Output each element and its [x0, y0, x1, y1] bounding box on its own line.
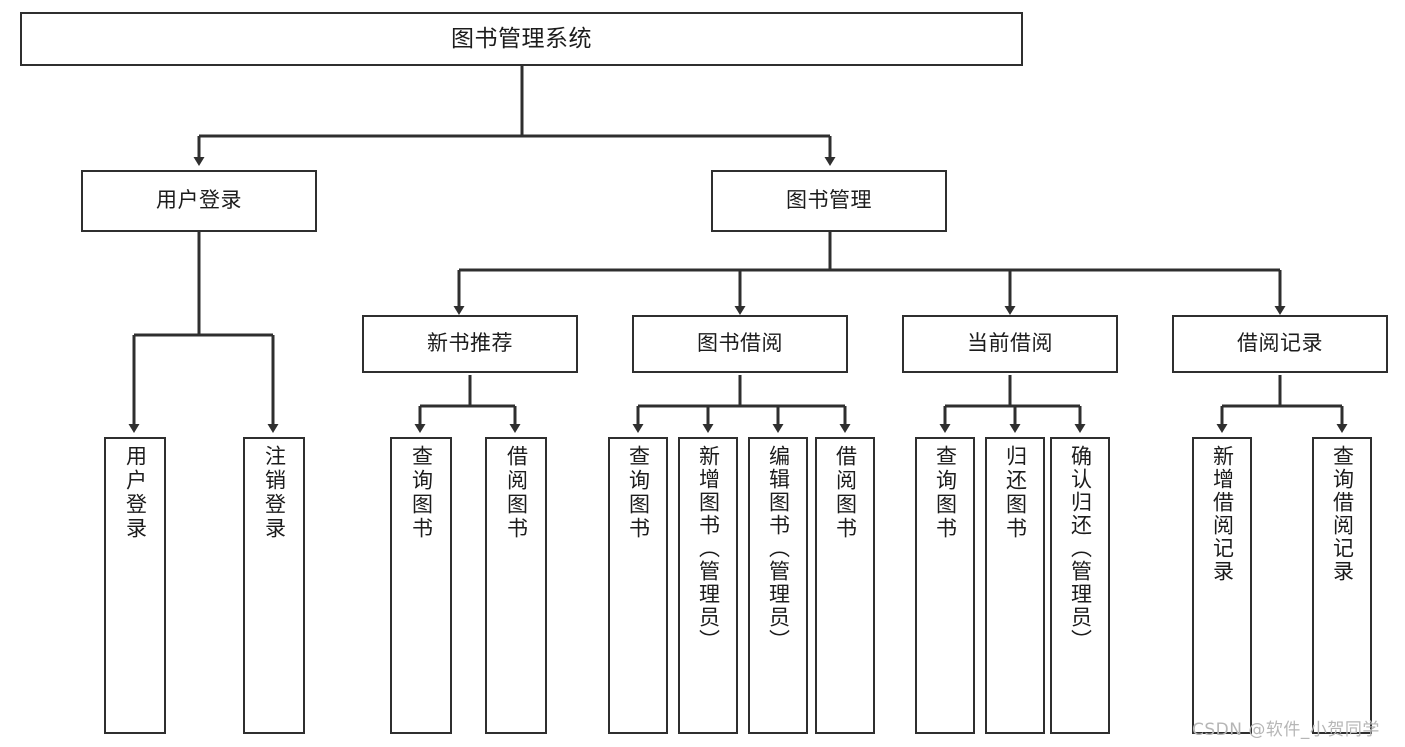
node-current-borrow-label: 当前借阅 [967, 331, 1053, 356]
leaf-book-borrow-edit[interactable]: 编辑图书（管理员） [748, 437, 808, 734]
leaf-current-borrow-query[interactable]: 查询图书 [915, 437, 975, 734]
leaf-user-login-logout[interactable]: 注销登录 [243, 437, 305, 734]
node-book-borrow-label: 图书借阅 [697, 331, 783, 356]
node-user-login[interactable]: 用户登录 [81, 170, 317, 232]
leaf-borrow-record-query[interactable]: 查询借阅记录 [1312, 437, 1372, 734]
leaf-current-borrow-query-label: 查询图书 [933, 445, 958, 541]
leaf-current-borrow-return[interactable]: 归还图书 [985, 437, 1045, 734]
leaf-current-borrow-return-label: 归还图书 [1003, 445, 1028, 541]
leaf-new-book-query[interactable]: 查询图书 [390, 437, 452, 734]
leaf-user-login-login-label: 用户登录 [123, 445, 148, 541]
leaf-current-borrow-confirm-label: 确认归还（管理员） [1068, 445, 1093, 652]
node-borrow-record[interactable]: 借阅记录 [1172, 315, 1388, 373]
leaf-book-borrow-query[interactable]: 查询图书 [608, 437, 668, 734]
leaf-new-book-borrow-label: 借阅图书 [504, 445, 529, 541]
leaf-book-borrow-borrow[interactable]: 借阅图书 [815, 437, 875, 734]
leaf-book-borrow-edit-label: 编辑图书（管理员） [766, 445, 791, 652]
leaf-book-borrow-add[interactable]: 新增图书（管理员） [678, 437, 738, 734]
node-root-label: 图书管理系统 [451, 25, 592, 52]
leaf-borrow-record-add-label: 新增借阅记录 [1210, 445, 1235, 583]
leaf-book-borrow-query-label: 查询图书 [626, 445, 651, 541]
leaf-user-login-login[interactable]: 用户登录 [104, 437, 166, 734]
node-new-book-recommend[interactable]: 新书推荐 [362, 315, 578, 373]
leaf-new-book-borrow[interactable]: 借阅图书 [485, 437, 547, 734]
csdn-watermark: CSDN @软件_小贺同学 [1192, 720, 1380, 740]
node-root[interactable]: 图书管理系统 [20, 12, 1023, 66]
leaf-user-login-logout-label: 注销登录 [262, 445, 287, 541]
node-book-management[interactable]: 图书管理 [711, 170, 947, 232]
node-book-borrow[interactable]: 图书借阅 [632, 315, 848, 373]
node-borrow-record-label: 借阅记录 [1237, 331, 1323, 356]
leaf-borrow-record-query-label: 查询借阅记录 [1330, 445, 1355, 583]
node-new-book-recommend-label: 新书推荐 [427, 331, 513, 356]
leaf-book-borrow-borrow-label: 借阅图书 [833, 445, 858, 541]
leaf-borrow-record-add[interactable]: 新增借阅记录 [1192, 437, 1252, 734]
node-user-login-label: 用户登录 [156, 188, 242, 213]
leaf-current-borrow-confirm[interactable]: 确认归还（管理员） [1050, 437, 1110, 734]
leaf-book-borrow-add-label: 新增图书（管理员） [696, 445, 721, 652]
node-book-management-label: 图书管理 [786, 188, 872, 213]
leaf-new-book-query-label: 查询图书 [409, 445, 434, 541]
node-current-borrow[interactable]: 当前借阅 [902, 315, 1118, 373]
